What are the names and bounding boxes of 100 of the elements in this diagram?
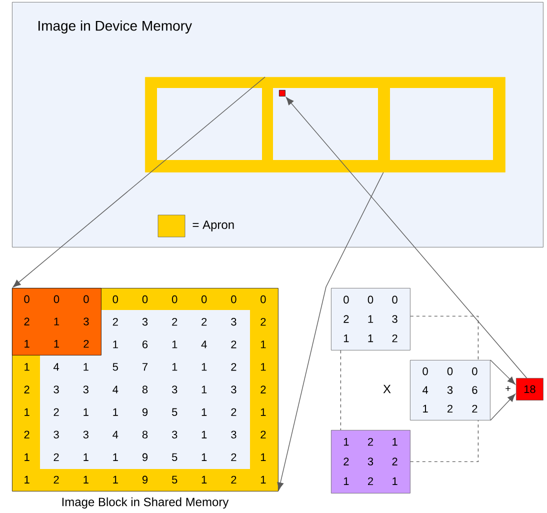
matrix-value: 1	[202, 476, 207, 484]
matrix-value: 6	[472, 386, 478, 394]
matrix-value: 1	[260, 476, 266, 484]
connector-line	[340, 350, 342, 430]
matrix-value: 1	[368, 334, 374, 342]
pixel-marker	[279, 90, 286, 96]
matrix-value: 1	[344, 334, 349, 342]
legend-text: = Apron	[192, 220, 234, 232]
matrix-value: 3	[392, 315, 398, 323]
panel-title: Image in Device Memory	[38, 20, 192, 34]
matrix-value: 4	[422, 386, 428, 394]
matrix-value: 2	[260, 386, 266, 394]
matrix-value: 1	[113, 453, 118, 461]
matrix-value: 3	[172, 430, 178, 438]
matrix-value: 1	[24, 408, 30, 416]
matrix-value: 2	[448, 404, 452, 413]
matrix-value: 5	[172, 453, 178, 462]
matrix-value: 4	[54, 363, 60, 371]
matrix-value: 2	[368, 438, 373, 446]
matrix-value: 2	[231, 453, 236, 462]
matrix-value: 3	[231, 430, 236, 438]
result-box: 18	[516, 378, 544, 400]
matrix-value: 3	[447, 386, 453, 394]
connector-line	[410, 316, 479, 360]
matrix-value: 1	[24, 476, 30, 484]
matrix-value: 0	[54, 295, 60, 304]
matrix-value: 5	[172, 476, 178, 484]
matrix-value: 2	[260, 430, 266, 438]
matrix-value: 5	[172, 408, 178, 416]
matrix-value: 1	[113, 340, 118, 348]
matrix-value: 1	[54, 340, 60, 348]
matrix-value: 2	[368, 477, 373, 486]
matrix-value: 0	[368, 296, 374, 304]
matrix-value: 3	[84, 318, 89, 326]
matrix-value: 1	[84, 363, 88, 371]
matrix-value: 1	[344, 438, 349, 446]
matrix-value: 0	[260, 295, 266, 304]
arrow	[12, 76, 266, 288]
arrow	[277, 172, 384, 490]
matrix-value: 4	[201, 340, 207, 348]
matrix-value: 3	[368, 458, 374, 466]
matrix-value: 0	[142, 295, 148, 304]
matrix-value: 2	[231, 363, 236, 371]
matrix-value: 0	[84, 295, 89, 304]
matrix-value: 9	[142, 476, 148, 484]
arrow	[490, 394, 516, 421]
matrix-value: 0	[447, 367, 453, 376]
matrix-value: 2	[24, 318, 30, 326]
matrix-value: 2	[172, 318, 178, 326]
matrix-value: 3	[83, 386, 88, 394]
matrix-value: 3	[231, 318, 236, 326]
matrix-value: 9	[142, 453, 148, 462]
matrix-value: 2	[202, 318, 207, 326]
matrix-value: 1	[113, 408, 118, 416]
operator-sign: +	[506, 386, 510, 391]
matrix-value: 2	[392, 458, 398, 466]
matrix-value: 1	[202, 363, 207, 371]
matrix-value: 1	[24, 340, 30, 348]
matrix-value: 2	[392, 334, 398, 342]
matrix-value: 1	[392, 477, 398, 485]
matrix-value: 3	[54, 386, 59, 394]
matrix-value: 1	[84, 476, 88, 484]
arrow	[490, 360, 516, 385]
matrix-value: 2	[231, 408, 236, 416]
matrix-value: 3	[83, 430, 88, 438]
matrix-value: 7	[142, 363, 148, 371]
matrix-value: 5	[112, 363, 118, 371]
matrix-value: 1	[202, 453, 207, 461]
matrix-value: 1	[260, 363, 266, 371]
matrix-value: 3	[54, 430, 59, 438]
matrix-value: 9	[142, 408, 148, 416]
arrow	[286, 97, 528, 378]
matrix-value: 1	[260, 340, 266, 348]
matrix-value: 0	[112, 295, 118, 304]
matrix-value: 1	[260, 408, 266, 416]
matrix-value: 2	[54, 476, 59, 484]
matrix-value: 2	[112, 318, 118, 326]
matrix-value: 1	[113, 476, 118, 484]
matrix-value: 2	[472, 404, 478, 413]
matrix-value: 1	[392, 438, 398, 446]
matrix-value: 8	[142, 386, 148, 394]
matrix-value: 2	[231, 340, 236, 348]
matrix-value: 2	[24, 386, 30, 394]
matrix-value: 4	[112, 386, 118, 394]
connector-line	[410, 420, 479, 462]
matrix-value: 2	[231, 476, 236, 484]
matrix-value: 1	[24, 363, 30, 371]
matrix-value: 3	[172, 386, 178, 394]
block-caption: Image Block in Shared Memory	[62, 497, 229, 509]
matrix-value: 1	[344, 477, 349, 485]
operator-sign: X	[383, 384, 391, 394]
matrix-value: 6	[142, 340, 148, 348]
matrix-value: 8	[142, 430, 148, 438]
matrix-value: 2	[344, 315, 349, 323]
matrix-value: 1	[423, 404, 428, 412]
matrix-value: 1	[202, 430, 207, 438]
matrix-value: 0	[231, 295, 236, 304]
matrix-value: 1	[172, 340, 178, 348]
matrix-value: 2	[54, 453, 59, 462]
matrix-value: 3	[142, 318, 148, 326]
